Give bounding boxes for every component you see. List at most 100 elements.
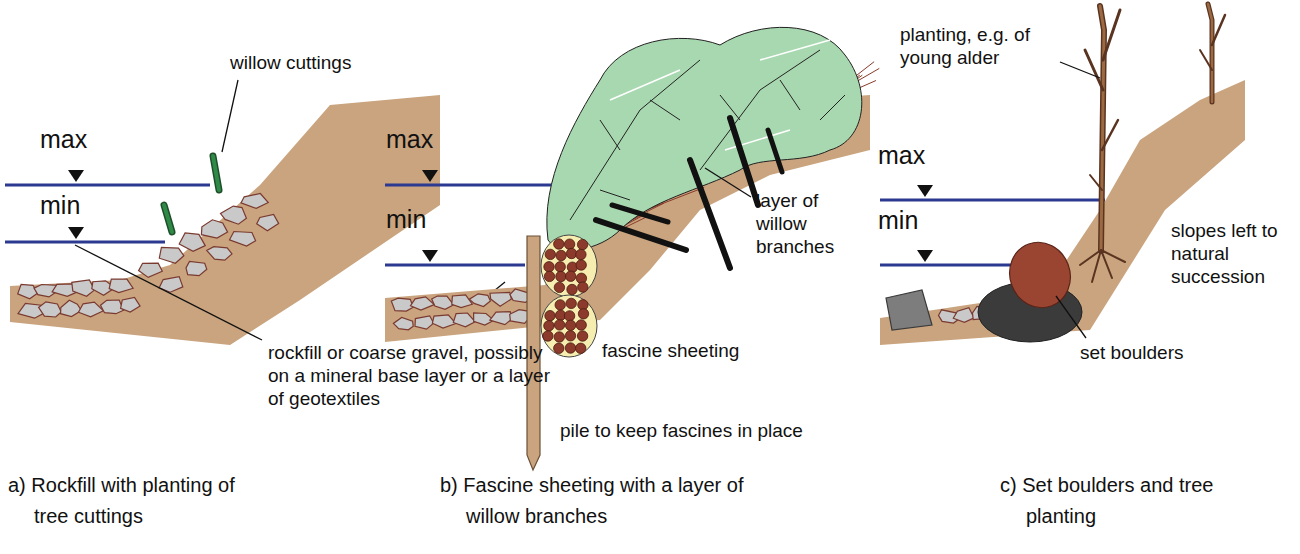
level-marker [917,185,933,197]
rockfill [391,289,533,330]
rock [490,292,511,306]
fascine-rod [555,300,565,310]
panel-caption: a) Rockfill with planting of tree cuttin… [8,470,268,532]
willow-cutting [164,205,172,232]
fascine-rod [554,343,564,353]
level-marker [422,250,438,262]
rock [469,294,490,307]
rock [61,300,82,316]
water-line [385,264,525,267]
fascine-rod [566,248,576,258]
rock [432,315,456,328]
fascine-rod [544,321,554,331]
rock [432,296,454,309]
fascine-rod [554,282,564,292]
foliage-highlights [610,40,830,150]
water-line [5,184,210,187]
panel-caption: b) Fascine sheeting with a layer of will… [440,470,770,532]
fascine-rod [565,320,575,330]
fascine-rod [565,343,575,353]
rock [72,280,95,296]
stone [886,290,932,330]
rock [207,247,232,261]
fascine-bundle [541,235,597,357]
rock [411,297,435,310]
water-level-label: max [878,140,948,170]
rock [121,298,141,313]
willow-cutting [213,156,219,190]
leader-line [1056,296,1086,338]
fascine-rod [566,271,576,281]
rock [415,316,434,329]
fascine-rod [555,262,565,272]
rock [139,263,163,277]
rock [241,194,268,209]
fascine-rod [565,331,575,341]
fascine-rod [544,271,554,281]
level-marker [917,250,933,262]
fascine-rod [564,311,574,321]
stakes [596,118,782,268]
rock [186,262,207,276]
part-label: set boulders [1080,342,1240,365]
panel-caption: c) Set boulders and tree planting [1000,470,1240,532]
level-marker [68,227,84,239]
fascine-rod [556,250,566,260]
rock [221,206,247,224]
rock [201,220,227,238]
rock [490,312,513,325]
rock [79,302,104,317]
rock [159,247,184,263]
leader-line [222,80,238,152]
fascine-rod [577,331,587,341]
leader-line [1060,62,1100,78]
fascine-rod [577,239,587,249]
water-level-label: min [386,204,456,234]
part-label: planting, e.g. of young alder [900,24,1070,70]
water-line [385,184,560,187]
fascine-rod [556,271,566,281]
fascine-rod [554,239,564,249]
fascine-rod [544,262,554,272]
rock [452,295,473,308]
water-line [880,199,1105,202]
fascine-rod [543,331,553,341]
fascine-rod [576,320,586,330]
rock [39,302,62,317]
water-line [5,241,165,244]
fascine-rod [564,239,574,249]
rock [257,214,279,230]
rock [109,279,133,293]
rock [179,233,205,251]
part-label: fascine sheeting [602,340,772,363]
part-label: rockfill or coarse gravel, possibly on a… [268,342,568,410]
rock [101,300,124,314]
water-level-label: max [40,124,110,154]
willow-foliage [547,27,862,250]
fascine-rod [554,332,564,342]
level-marker [422,170,438,182]
fascine-rod [554,320,564,330]
water-level-label: max [386,124,456,154]
fascine-rod [576,249,586,259]
willow-cutting [213,156,219,190]
fascine-rod [576,260,586,270]
water-level-label: min [40,190,110,220]
fascine-rod [545,311,555,321]
fascine-rod [566,298,576,308]
fascine-rod [576,343,586,353]
fascine-rod [578,309,588,319]
leader-line [75,245,262,340]
rock [393,317,413,329]
leader-line [705,168,751,197]
rock [18,284,38,298]
part-label: slopes left to natural succession [1171,220,1296,288]
level-marker [68,170,84,182]
rock [391,298,413,311]
fascine-rod [567,284,577,294]
rock [953,308,974,323]
ground [880,80,1245,345]
part-label: willow cuttings [230,52,400,75]
